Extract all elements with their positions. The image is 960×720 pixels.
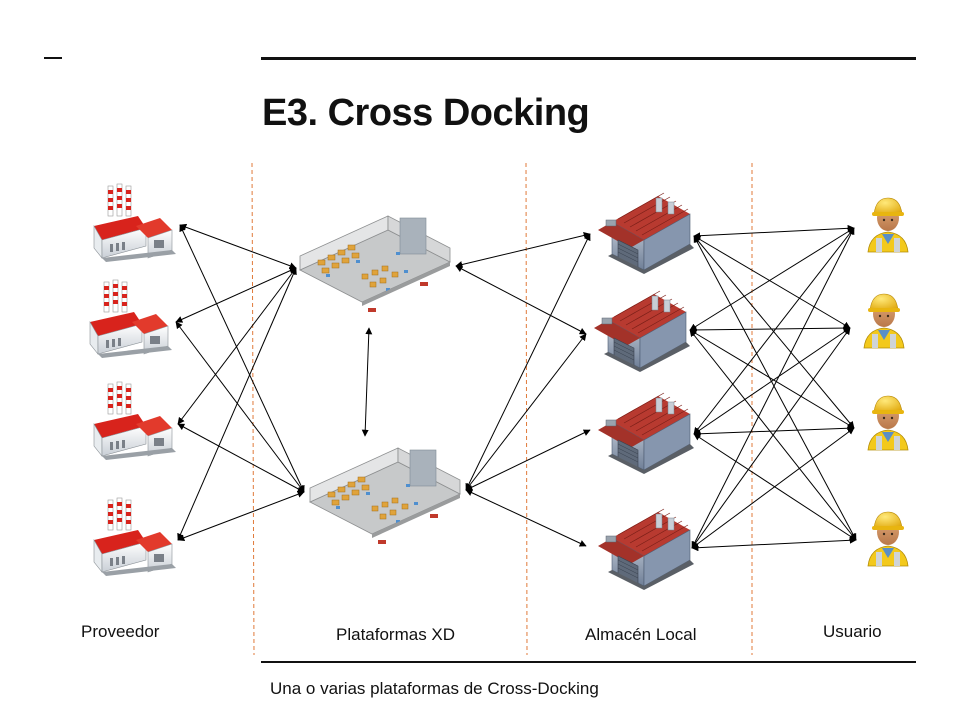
warehouse-building-icon	[597, 392, 695, 475]
connection-arrows	[175, 223, 857, 552]
warehouse-building-icon	[593, 290, 691, 373]
factory-icon	[89, 279, 173, 359]
worker-with-hardhat-icon	[867, 511, 909, 567]
worker-with-hardhat-icon	[867, 395, 909, 451]
bidirectional-arrow	[691, 327, 851, 549]
bidirectional-arrow	[693, 227, 855, 435]
bidirectional-arrow	[177, 267, 297, 541]
bottom-rule	[261, 661, 916, 663]
bidirectional-arrow	[691, 427, 855, 549]
bidirectional-arrow	[693, 224, 855, 240]
bidirectional-arrow	[693, 327, 851, 435]
worker-with-hardhat-icon	[867, 197, 909, 253]
xd-platform-column	[299, 215, 461, 545]
warehouse-building-icon	[597, 192, 695, 275]
distribution-warehouse-icon	[309, 447, 461, 545]
factory-icon	[93, 381, 177, 461]
local-warehouse-column	[593, 192, 695, 591]
bidirectional-arrow	[689, 329, 855, 429]
supplier-column	[89, 183, 177, 577]
bidirectional-arrow	[361, 327, 373, 437]
worker-with-hardhat-icon	[863, 293, 905, 349]
bidirectional-arrow	[177, 267, 297, 425]
warehouse-building-icon	[597, 508, 695, 591]
bidirectional-arrow	[693, 235, 855, 429]
bidirectional-arrow	[175, 267, 297, 323]
user-column	[863, 197, 909, 567]
factory-icon	[93, 497, 177, 577]
top-rule	[261, 57, 916, 60]
bidirectional-arrow	[455, 265, 587, 335]
bidirectional-arrow	[455, 232, 591, 268]
separator-2	[525, 162, 528, 656]
bidirectional-arrow	[465, 429, 591, 491]
bidirectional-arrow	[689, 227, 855, 331]
page-title: E3. Cross Docking	[262, 92, 590, 134]
column-label-local-warehouse: Almacén Local	[585, 625, 697, 644]
bidirectional-arrow	[465, 489, 587, 547]
bidirectional-arrow	[177, 490, 305, 542]
factory-icon	[93, 183, 177, 263]
bidirectional-arrow	[691, 536, 857, 552]
bidirectional-arrow	[691, 227, 855, 549]
column-label-user: Usuario	[823, 622, 882, 641]
corner-dash	[44, 57, 62, 59]
separator-1	[251, 162, 255, 656]
bidirectional-arrow	[465, 233, 591, 491]
bidirectional-arrow	[177, 423, 305, 493]
bidirectional-arrow	[175, 321, 305, 493]
bidirectional-arrow	[693, 235, 857, 541]
bidirectional-arrow	[179, 224, 305, 493]
column-label-supplier: Proveedor	[81, 622, 160, 641]
bidirectional-arrow	[689, 324, 851, 334]
bidirectional-arrow	[465, 333, 587, 491]
column-label-xd-platform: Plataformas XD	[336, 625, 456, 644]
distribution-warehouse-icon	[299, 215, 451, 313]
slide-caption: Una o varias plataformas de Cross-Dockin…	[270, 679, 599, 698]
